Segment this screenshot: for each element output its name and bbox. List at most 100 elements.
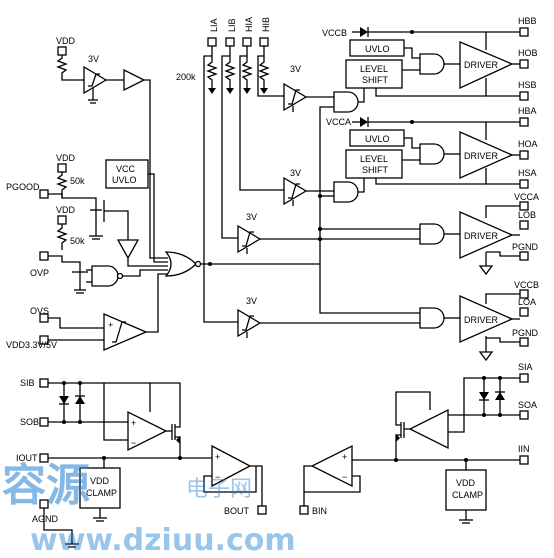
svg-text:VDD: VDD (56, 153, 76, 163)
svg-text:−: − (342, 472, 347, 482)
pin-label-hoa: HOA (518, 139, 538, 149)
ground-lob (478, 265, 494, 276)
svg-text:3V: 3V (246, 296, 257, 306)
pin-label-hsb: HSB (518, 80, 537, 90)
opamp-bin (310, 444, 353, 488)
pin-lib (225, 37, 235, 47)
pin-hob (519, 59, 529, 69)
svg-text:UVLO: UVLO (365, 44, 390, 54)
svg-text:CLAMP: CLAMP (86, 488, 117, 498)
pin-label-bin: BIN (312, 506, 327, 516)
pin-hsb (519, 91, 529, 101)
svg-text:VCC: VCC (116, 164, 136, 174)
and-gate-ha (333, 181, 359, 203)
pin-bin (299, 505, 309, 515)
or-gate-fault (164, 251, 197, 277)
watermark-subtitle: 电子网 (186, 477, 252, 502)
pin-label-iout: IOUT (16, 453, 38, 463)
diode-sib-1 (59, 396, 69, 404)
svg-text:LEVEL: LEVEL (360, 154, 388, 164)
level-shift-b (345, 59, 403, 89)
pin-lob (519, 220, 529, 230)
pin-pgood (39, 189, 49, 199)
svg-text:+: + (342, 452, 347, 462)
schmitt-trigger-hia (283, 176, 308, 206)
svg-text:DRIVER: DRIVER (464, 315, 499, 325)
pin-label-sia: SIA (518, 362, 533, 372)
pin-label-hia: HIA (244, 17, 254, 32)
svg-text:3V: 3V (246, 212, 257, 222)
schmitt-trigger-hib (283, 82, 308, 112)
svg-text:SHIFT: SHIFT (362, 75, 389, 85)
pin-label-sob: SOB (20, 417, 39, 427)
pin-label-vccb-top: VCCB (322, 28, 347, 38)
pin-label-vccb-right: VCCB (514, 280, 539, 290)
svg-text:VDD: VDD (456, 478, 476, 488)
pin-label-hbb: HBB (518, 16, 537, 26)
pin-label-hib: HIB (261, 17, 271, 32)
vdd-clamp-left (79, 467, 121, 509)
pin-vdd-top (57, 46, 67, 56)
svg-text:50k: 50k (70, 176, 85, 186)
pin-hoa (519, 150, 529, 160)
pin-label-lia: LIA (209, 18, 219, 32)
driver-lob (459, 211, 514, 259)
svg-text:LEVEL: LEVEL (360, 64, 388, 74)
svg-text:+: + (131, 418, 136, 428)
pin-label-pgood: PGOOD (6, 182, 40, 192)
svg-text:200k: 200k (176, 72, 196, 82)
pin-ovp (39, 251, 49, 261)
diode-sib-2 (75, 396, 85, 404)
svg-text:3V: 3V (290, 64, 301, 74)
pin-label-sib: SIB (20, 378, 35, 388)
svg-text:DRIVER: DRIVER (464, 151, 499, 161)
svg-text:3V: 3V (290, 168, 301, 178)
pin-vcca-right (519, 201, 529, 211)
svg-text:UVLO: UVLO (365, 134, 390, 144)
pin-label-loa: LOA (518, 297, 536, 307)
svg-text:50k: 50k (70, 236, 85, 246)
pin-bout (257, 505, 267, 515)
pin-label-vdd-sel: VDD3.3V/5V (6, 340, 57, 350)
and-gate-hb (333, 91, 359, 113)
pin-label-agnd: AGND (32, 514, 59, 524)
svg-text:SHIFT: SHIFT (362, 165, 389, 175)
pin-label-iin: IIN (518, 444, 530, 454)
and-gate-loa (419, 307, 445, 329)
level-shift-a (345, 149, 403, 179)
inverter-1 (116, 239, 140, 260)
diode-sia-1 (479, 392, 489, 400)
svg-text:−: − (215, 472, 220, 482)
buffer-1 (123, 68, 146, 92)
driver-hob (459, 41, 514, 90)
pin-label-vcca-right: VCCA (514, 192, 539, 202)
vdd-clamp-right (445, 469, 487, 511)
pin-label-bout: BOUT (224, 506, 250, 516)
svg-text:UVLO: UVLO (112, 175, 137, 185)
pin-pgnd-1 (519, 251, 529, 261)
watermark-url: www.dziuu.com (30, 523, 296, 558)
pin-sia (519, 373, 529, 383)
pin-label-lib: LIB (227, 18, 237, 32)
pin-hba (519, 117, 529, 127)
pin-label-hob: HOB (518, 48, 538, 58)
pin-lia (207, 37, 217, 47)
diode-sia-2 (495, 392, 505, 400)
pin-label-hba: HBA (518, 106, 537, 116)
schmitt-trigger-lib (237, 224, 262, 254)
svg-text:+: + (215, 452, 220, 462)
driver-loa (459, 295, 514, 343)
svg-text:VDD: VDD (56, 205, 76, 215)
svg-text:3V: 3V (88, 54, 99, 64)
opamp-sense-a (408, 408, 449, 450)
pin-label-soa: SOA (518, 400, 537, 410)
pin-label-ovp: OVP (30, 268, 49, 278)
opamp-bout (211, 444, 252, 488)
svg-text:CLAMP: CLAMP (452, 490, 483, 500)
pin-hbb (519, 27, 529, 37)
pin-sib (39, 378, 49, 388)
svg-text:+: + (108, 320, 113, 330)
pin-hsa (519, 179, 529, 189)
pin-label-pgnd-1: PGND (512, 242, 539, 252)
